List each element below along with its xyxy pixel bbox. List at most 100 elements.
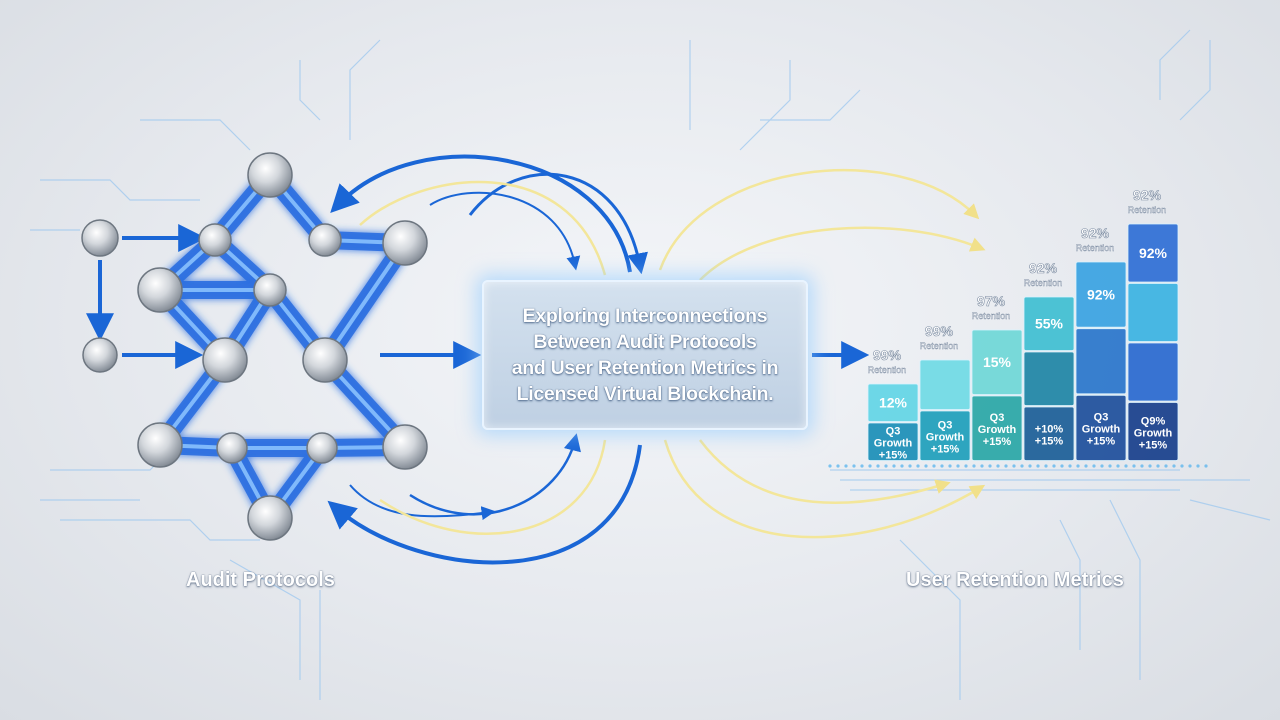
bar-segment-label: Growth [1082, 424, 1121, 436]
baseline-dot [964, 464, 968, 468]
baseline-dot [1100, 464, 1104, 468]
bar-segment-label: +15% [1035, 436, 1064, 448]
central-title: Exploring Interconnections Between Audit… [504, 303, 787, 407]
baseline-dot [892, 464, 896, 468]
network-node [382, 220, 428, 266]
network-node [198, 223, 232, 257]
bar-segment [971, 329, 1023, 395]
bar-top-caption: Retention [972, 311, 1011, 321]
yellow-flow-3 [699, 226, 986, 281]
bar-segment [1127, 342, 1179, 402]
baseline-dot [1068, 464, 1072, 468]
baseline-dot [844, 464, 848, 468]
baseline-dot [948, 464, 952, 468]
baseline-dot [1108, 464, 1112, 468]
baseline-dot [916, 464, 920, 468]
network-node [81, 219, 119, 257]
baseline-dot [1036, 464, 1040, 468]
bar-segment-label: Q3 [1094, 412, 1109, 424]
bar-top-caption: Retention [1024, 278, 1063, 288]
bar-segment-label: Q3 [886, 426, 901, 438]
baseline-dot [1180, 464, 1184, 468]
network-node [302, 337, 348, 383]
baseline-dot [1188, 464, 1192, 468]
title-line: Licensed Virtual Blockchain. [516, 383, 774, 405]
bar-top-value: 97% [977, 293, 1006, 309]
baseline-dot [828, 464, 832, 468]
network-node [247, 495, 293, 541]
bar: 55%+10%+15%92%Retention [1023, 260, 1075, 461]
bar-segment [1075, 328, 1127, 395]
baseline-dot [908, 464, 912, 468]
network-node [202, 337, 248, 383]
bar-segment-label: 92% [1087, 286, 1116, 302]
audit-protocols-label: Audit Protocols [186, 569, 335, 591]
bar-segment-label: Q3 [990, 412, 1005, 424]
bar-segment [1023, 296, 1075, 351]
bar-segment [1075, 261, 1127, 328]
network-node [216, 432, 248, 464]
network-node [137, 267, 183, 313]
bar-segment [971, 395, 1023, 461]
network-node [82, 337, 118, 373]
baseline-dot [1148, 464, 1152, 468]
bar-segment-label: 55% [1035, 316, 1064, 332]
baseline-dot [1028, 464, 1032, 468]
curved-arrow-top-blue [330, 154, 632, 273]
retention-bar-chart: 12%Q3Growth+15%99%RetentionQ3Growth+15%9… [828, 187, 1208, 468]
baseline-dot [1044, 464, 1048, 468]
circuit-traces [30, 29, 1271, 700]
bar-segment-label: Growth [926, 432, 965, 444]
yellow-flow-1 [359, 180, 607, 276]
bar-top-caption: Retention [868, 365, 907, 375]
bar-top-caption: Retention [1128, 205, 1167, 215]
yellow-flow-5 [699, 439, 951, 504]
bar-top-value: 92% [1133, 187, 1162, 203]
baseline-dot [1084, 464, 1088, 468]
central-title-box: Exploring Interconnections Between Audit… [482, 280, 808, 430]
baseline-dot [1076, 464, 1080, 468]
baseline-dot [1124, 464, 1128, 468]
baseline-dot [1132, 464, 1136, 468]
bar-segment [867, 383, 919, 422]
curved-arrow-inner-bottom [349, 484, 496, 521]
title-line: and User Retention Metrics in [511, 357, 779, 379]
baseline-dot [1196, 464, 1200, 468]
network-edges [151, 166, 414, 527]
baseline-dot [1204, 464, 1208, 468]
network-node [308, 223, 342, 257]
curved-arrow-top-right-blue [468, 172, 648, 275]
baseline-dot [1052, 464, 1056, 468]
bar-segment-label: Q3 [938, 420, 953, 432]
network-node [306, 432, 338, 464]
baseline-dot [836, 464, 840, 468]
title-line: Between Audit Protocols [533, 331, 757, 353]
bar-segment-label: 12% [879, 395, 908, 411]
bar-segment-label: +15% [1139, 439, 1168, 451]
bar-segment [919, 410, 971, 461]
bar-segment-label: 15% [983, 354, 1012, 370]
yellow-flow-2 [658, 169, 980, 271]
baseline-dot [1140, 464, 1144, 468]
baseline-dot [860, 464, 864, 468]
baseline-dot [884, 464, 888, 468]
bar-segment [919, 359, 971, 410]
network-nodes [81, 152, 428, 541]
bar-top-value: 99% [873, 347, 902, 363]
baseline-dot [876, 464, 880, 468]
baseline-dot [988, 464, 992, 468]
network-node [247, 152, 293, 198]
bar-top-caption: Retention [1076, 243, 1115, 253]
bar-segment-label: Growth [874, 438, 913, 450]
bar-segment-label: 92% [1139, 245, 1168, 261]
bar-segment-label: +15% [983, 436, 1012, 448]
bar-segment-label: Growth [978, 424, 1017, 436]
baseline-dot [932, 464, 936, 468]
network-node [382, 424, 428, 470]
bar-segment-label: +10% [1035, 424, 1064, 436]
bar-segment-label: +15% [931, 444, 960, 456]
yellow-flow-6 [379, 439, 607, 535]
